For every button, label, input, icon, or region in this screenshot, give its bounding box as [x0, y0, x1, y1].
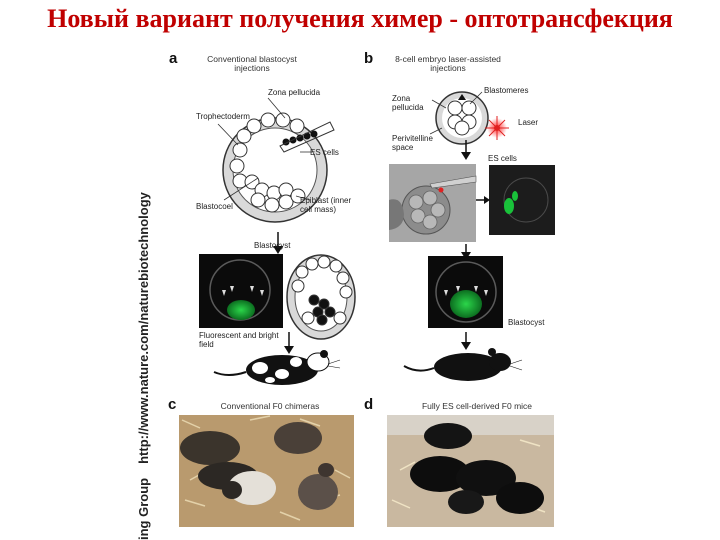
label-perivitelline-space: Perivitelline space — [392, 134, 433, 152]
black-mouse-drawing — [403, 348, 523, 381]
label-blastocoel: Blastocoel — [196, 202, 233, 211]
panel-d-heading: Fully ES cell-derived F0 mice — [421, 401, 533, 411]
es-cells-fluorescence-inset — [489, 165, 555, 235]
label-laser: Laser — [518, 118, 539, 127]
label-blastomeres: Blastomeres — [484, 86, 529, 95]
panel-a-heading: Conventional blastocyst injections — [207, 54, 297, 73]
panel-c-letter: c — [168, 396, 177, 413]
label-epiblast: Epiblast (inner cell mass) — [300, 196, 352, 214]
label-zona-pellucida-b: Zona pellucida — [392, 94, 424, 112]
panel-d-letter: d — [364, 396, 374, 413]
label-es-cells-b: ES cells — [488, 154, 517, 163]
label-zona-pellucida-a: Zona pellucida — [268, 88, 321, 97]
fully-es-blastocyst-photo — [428, 256, 503, 328]
embryo-injection-micrograph — [389, 164, 477, 242]
panel-b-letter: b — [364, 50, 374, 67]
panel-a-letter: a — [169, 50, 178, 67]
blastocyst-with-es-cells-diagram — [286, 254, 356, 340]
eight-cell-embryo-diagram — [429, 91, 509, 160]
chimera-mice-photo — [179, 415, 354, 527]
label-es-cells-a: ES cells — [310, 148, 339, 157]
black-mice-photo — [387, 415, 554, 527]
label-trophectoderm: Trophectoderm — [196, 112, 250, 121]
panel-c-heading: Conventional F0 chimeras — [220, 401, 320, 411]
blastocyst-injection-diagram — [217, 97, 335, 254]
label-blastocyst-a: Blastocyst — [254, 241, 291, 250]
chimera-mouse-drawing — [213, 350, 341, 385]
fluorescent-blastocyst-photo — [199, 254, 283, 328]
label-blastocyst-b: Blastocyst — [508, 318, 545, 327]
label-fluorescent-bright-field: Fluorescent and bright field — [199, 331, 279, 349]
slide-title: Новый вариант получения химер - оптотран… — [47, 4, 673, 33]
panel-b-heading: 8-cell embryo laser-assisted injections — [395, 54, 501, 73]
